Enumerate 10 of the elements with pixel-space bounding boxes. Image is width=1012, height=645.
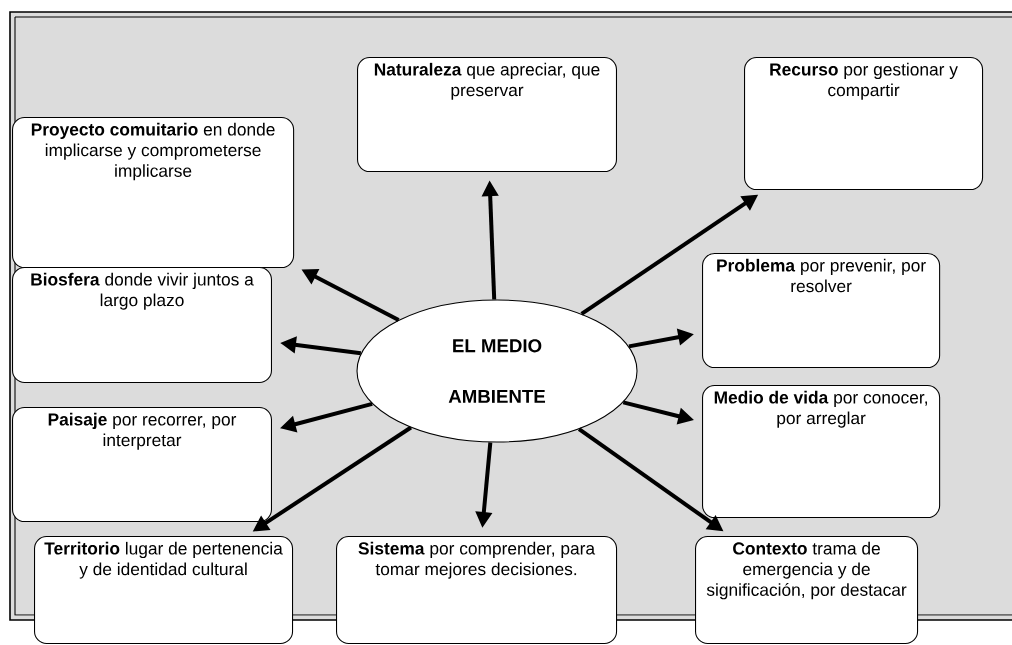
concept-box: Territorio lugar de pertenencia y de identidad cultural (34, 536, 294, 644)
concept-box: Medio de vida por conocer, por arreglar (702, 385, 941, 519)
concept-box: Problema por prevenir, por resolver (702, 253, 941, 369)
concept-box: Biosfera donde vivir juntos a largo plazo (12, 267, 272, 383)
concept-box: Contexto trama de emergencia y de significación, por destacar (695, 536, 919, 644)
concept-box: Recurso por gestionar y compartir (744, 57, 984, 191)
concept-box: Paisaje por recorrer, por interpretar (12, 407, 272, 523)
concept-box: Naturaleza que apreciar, que preservar (357, 57, 617, 173)
concept-box: Proyecto comuitario en donde implicarse y comprometerse implicarse (12, 117, 295, 269)
concept-box: Sistema por comprender, para tomar mejores decisiones. (336, 536, 618, 644)
